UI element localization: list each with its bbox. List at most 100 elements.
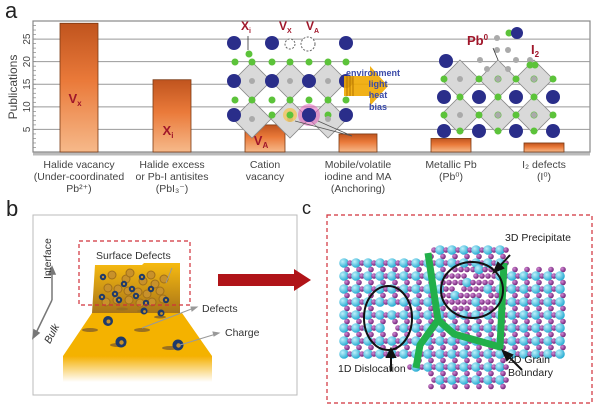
anion-atom (458, 305, 464, 312)
anion-atom (344, 292, 350, 299)
stimulus-label: light (369, 79, 388, 89)
anion-atom (461, 286, 467, 292)
anion-atom (476, 370, 482, 377)
cation-atom (399, 349, 409, 359)
bar-tag: Xi (163, 123, 174, 140)
anion-atom (416, 266, 422, 273)
anion-atom (503, 247, 509, 253)
cation-atom (462, 277, 472, 288)
bulk-defect (116, 307, 128, 311)
anion-atom (515, 299, 521, 305)
cation-atom (507, 271, 517, 281)
cation-atom (375, 336, 385, 346)
anion-atom (416, 318, 422, 325)
cation-atom (459, 349, 469, 359)
cation-atom (437, 124, 451, 138)
anion-atom (536, 344, 542, 351)
cation-atom (543, 284, 553, 294)
anion-atom (560, 318, 566, 325)
panel-b-diagram (32, 214, 298, 396)
cation-atom (543, 297, 553, 307)
anion-atom (491, 364, 497, 370)
cation-atom (411, 271, 421, 281)
anion-atom (488, 253, 494, 260)
stimulus-label: bias (369, 102, 387, 112)
anion-atom (515, 312, 521, 318)
anion-atom (428, 370, 434, 377)
halide-atom (231, 96, 239, 104)
lead-atom (457, 112, 463, 118)
anion-atom (404, 305, 410, 312)
cation-atom (555, 336, 565, 346)
anion-atom (458, 292, 464, 299)
anion-atom (548, 318, 554, 325)
anion-atom (524, 266, 530, 273)
anion-atom (359, 273, 365, 279)
cation-atom (399, 271, 409, 281)
charge-carrier-core (113, 292, 117, 296)
surface-defect (107, 270, 117, 280)
anion-atom (527, 351, 533, 357)
anion-atom (404, 318, 410, 325)
lead-atom (325, 78, 331, 84)
anion-atom (515, 351, 521, 357)
cation-atom (435, 349, 445, 359)
anion-atom (560, 305, 566, 312)
anion-atom (395, 351, 401, 357)
halide-atom (305, 96, 313, 104)
anion-atom (368, 279, 374, 286)
anion-atom (428, 344, 434, 351)
category-label-line: vacancy (245, 171, 285, 183)
anion-atom (482, 279, 488, 286)
cation-atom (375, 271, 385, 281)
anion-atom (443, 377, 449, 383)
anion-atom (440, 383, 446, 390)
anion-atom (551, 299, 557, 305)
halide-atom (530, 127, 538, 135)
cation-atom (339, 349, 349, 359)
anion-atom (536, 266, 542, 273)
anion-atom (470, 266, 476, 273)
cation-atom (519, 323, 529, 333)
anion-atom (416, 279, 422, 286)
anion-atom (419, 260, 425, 266)
cation-atom (555, 349, 565, 359)
anion-atom (452, 357, 458, 364)
anion-atom (503, 325, 509, 331)
cation-atom (519, 284, 529, 294)
anion-atom (356, 279, 362, 286)
cation-atom (531, 323, 541, 333)
anion-atom (479, 273, 485, 279)
anion-atom (443, 364, 449, 370)
anion-atom (464, 344, 470, 351)
lead-atom (531, 112, 537, 118)
charge-carrier-core (144, 301, 148, 305)
anion-atom (431, 247, 437, 253)
anion-atom (452, 305, 458, 312)
anion-atom (560, 292, 566, 299)
anion-atom (524, 292, 530, 299)
cation-atom (363, 349, 373, 359)
cation-atom (411, 323, 421, 333)
halide-atom (268, 111, 276, 119)
category-label-line: (Anchoring) (330, 183, 386, 195)
cation-atom (435, 362, 445, 372)
anion-atom (347, 351, 353, 357)
cation-atom (531, 284, 541, 294)
halide-atom (494, 127, 502, 135)
bulk-defect (154, 315, 166, 319)
lead-atom (494, 47, 500, 53)
surface-defect (146, 270, 156, 280)
cation-atom (511, 27, 523, 39)
cation-atom (375, 258, 385, 268)
anion-atom (359, 338, 365, 344)
anion-atom (371, 325, 377, 331)
anion-atom (428, 357, 434, 364)
anion-atom (443, 338, 449, 344)
cation-atom (447, 336, 457, 346)
anion-atom (539, 338, 545, 344)
anion-atom (503, 377, 509, 383)
bulk-defect (82, 328, 98, 332)
anion-atom (536, 305, 542, 312)
anion-atom (476, 383, 482, 390)
